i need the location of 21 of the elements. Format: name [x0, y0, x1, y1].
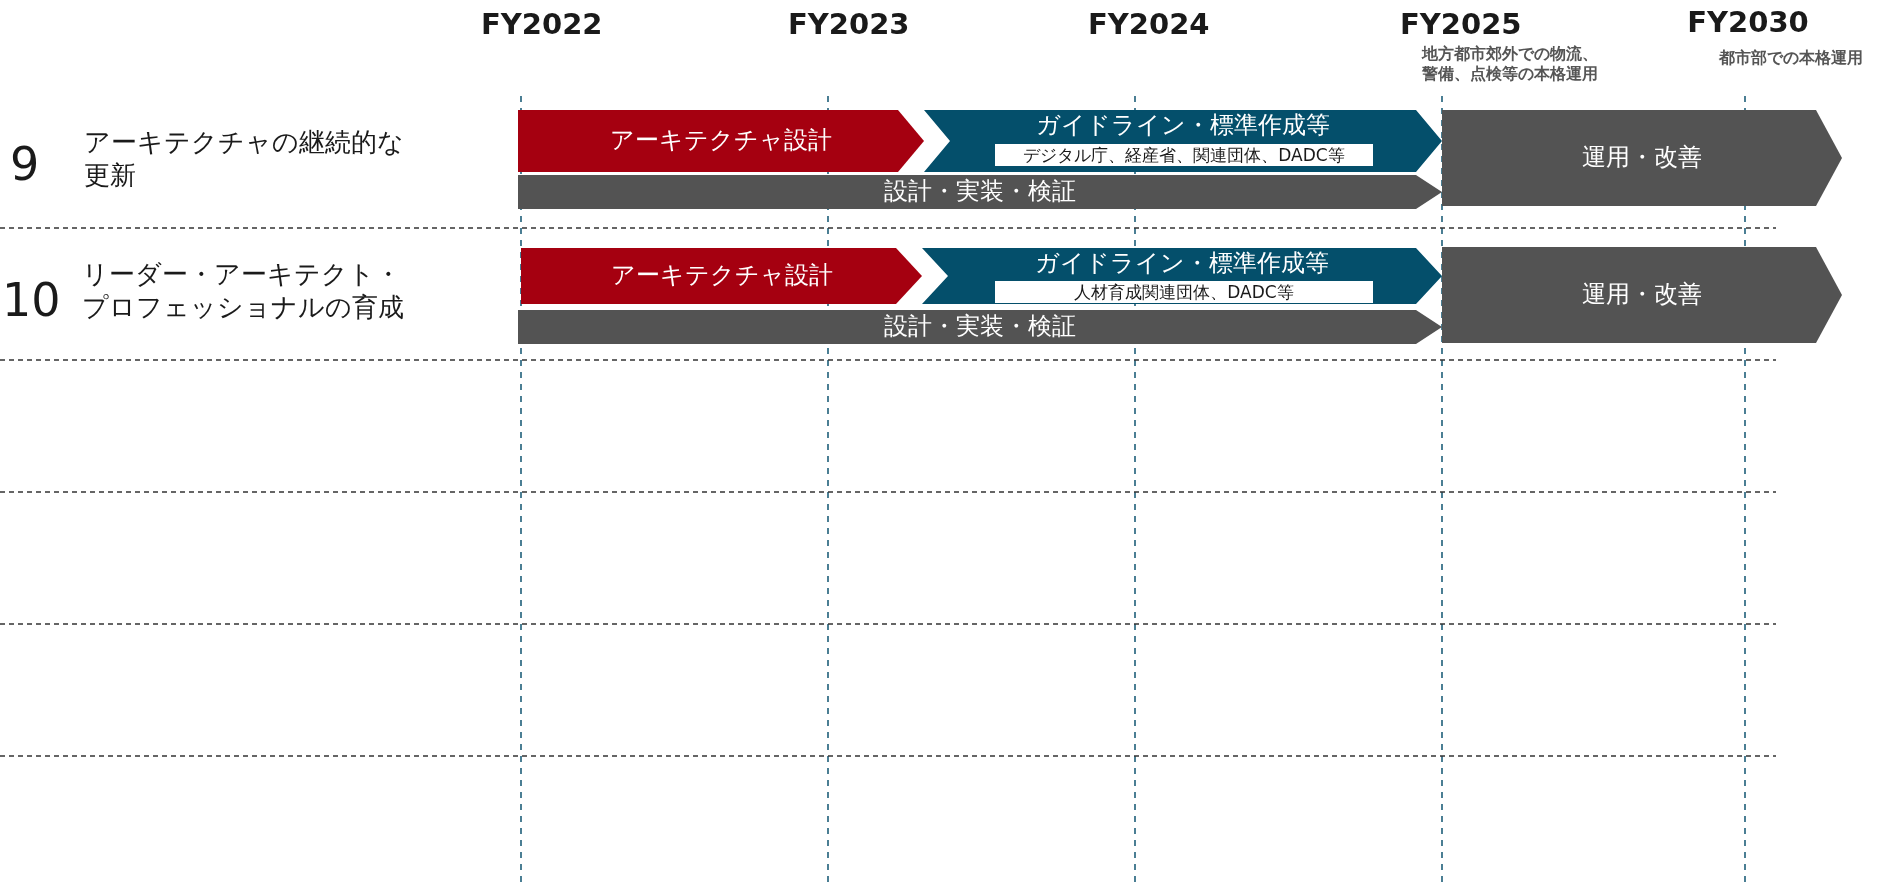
phase-banner: ガイドライン・標準作成等 デジタル庁、経産省、関連団体、DADC等: [924, 110, 1442, 172]
phase-banner: ガイドライン・標準作成等 人材育成関連団体、DADC等: [922, 248, 1442, 304]
phase-banner: アーキテクチャ設計: [521, 248, 922, 304]
stakeholder-box: 人材育成関連団体、DADC等: [995, 281, 1373, 303]
phase-bar: 設計・実装・検証: [518, 175, 1442, 209]
phase-banner: 運用・改善: [1442, 110, 1842, 206]
row-number: 10: [2, 272, 62, 329]
year-heading: FY2023: [788, 6, 908, 43]
phase-banner: 運用・改善: [1442, 247, 1842, 343]
milestone-note: 都市部での本格運用: [1717, 48, 1864, 68]
phase-banner: アーキテクチャ設計: [518, 110, 924, 172]
phase-bar: 設計・実装・検証: [518, 310, 1442, 344]
year-heading: FY2022: [481, 6, 601, 43]
row-number: 9: [10, 136, 41, 193]
row-title: アーキテクチャの継続的な更新: [84, 126, 405, 191]
year-heading: FY2030: [1686, 4, 1810, 41]
milestone-note: 地方都市郊外での物流、警備、点検等の本格運用: [1420, 44, 1599, 84]
year-heading: FY2025: [1400, 6, 1520, 43]
row-title: リーダー・アーキテクト・プロフェッショナルの育成: [82, 258, 405, 323]
stakeholder-box: デジタル庁、経産省、関連団体、DADC等: [995, 144, 1373, 166]
year-heading: FY2024: [1088, 6, 1208, 43]
